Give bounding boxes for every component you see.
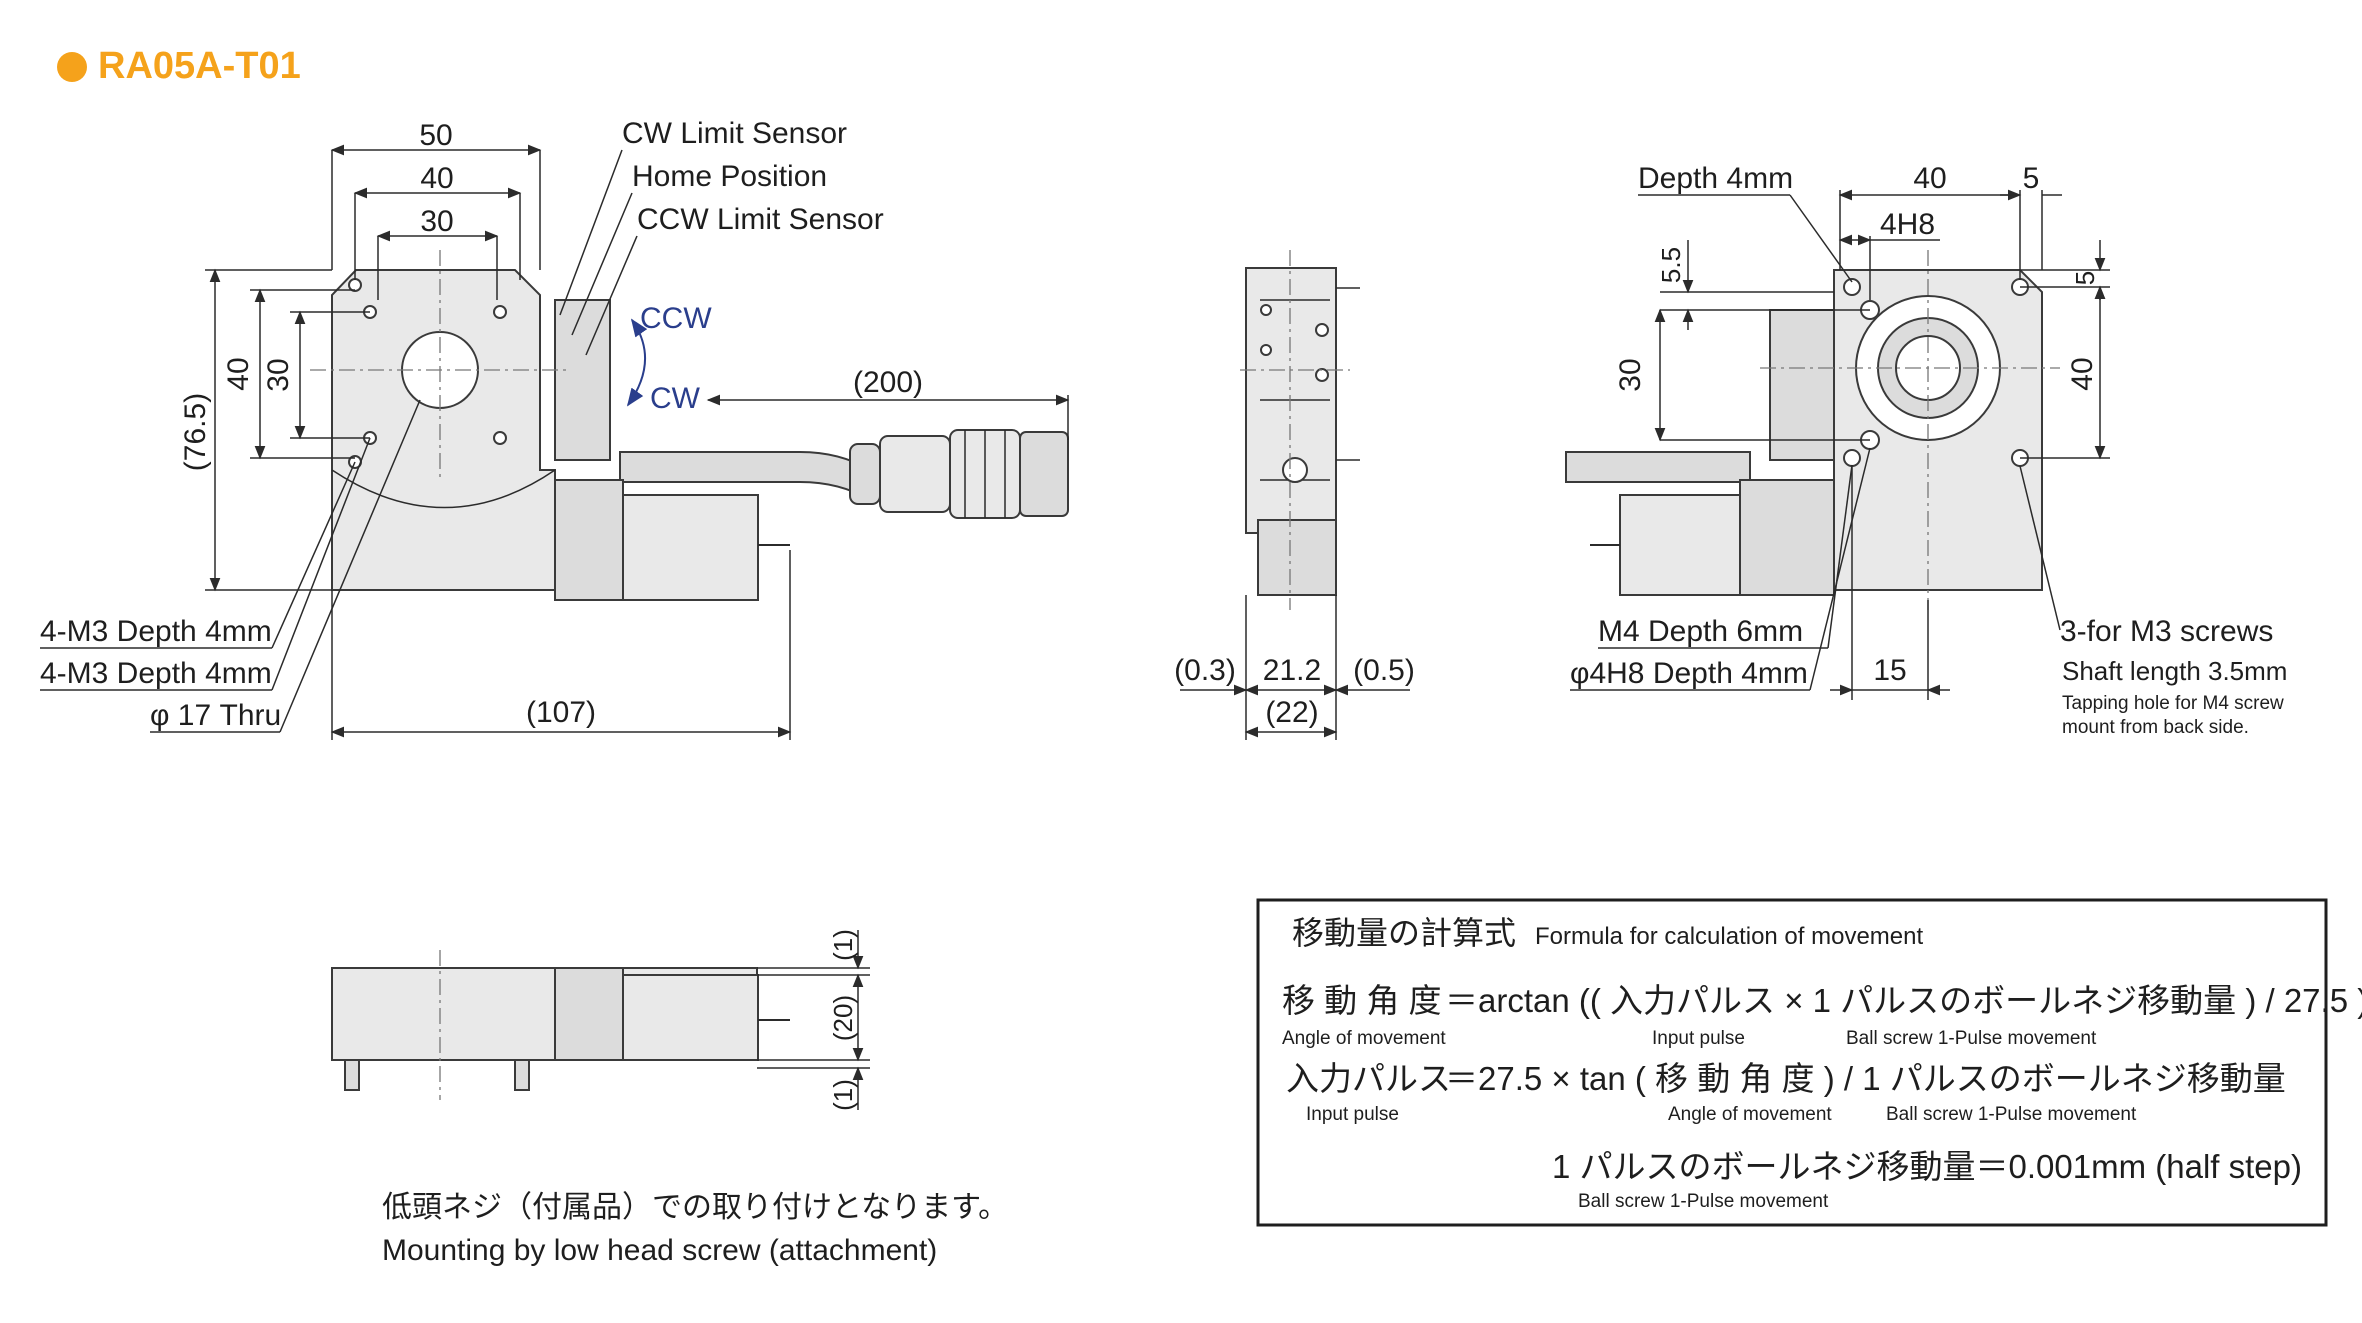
front-view: 50 40 30 (76.5) 40 30 (107) (200) CW Lim… [40, 117, 1070, 740]
formula-line3-label: Ball screw 1-Pulse movement [1578, 1191, 1829, 1212]
formula-title-jp: 移動量の計算式 [1292, 915, 1516, 951]
dim-width-30: 30 [420, 205, 453, 238]
motor-coupler [554, 479, 624, 601]
dim-width-50: 50 [419, 119, 452, 152]
dim-cable-200: (200) [853, 366, 923, 399]
side-motor [1257, 519, 1337, 596]
formula-line1-label-c: Ball screw 1-Pulse movement [1846, 1028, 2097, 1049]
cable-connector [849, 429, 1069, 519]
dim-side-0-3: (0.3) [1174, 654, 1236, 687]
dim-height-76-5: (76.5) [179, 393, 212, 471]
note-jp: 低頭ネジ（付属品）での取り付けとなります。 [382, 1191, 1008, 1224]
label-cw: CW [650, 382, 701, 415]
formula-line2-label-c: Ball screw 1-Pulse movement [1886, 1104, 2137, 1125]
callout-thru-hole: φ 17 Thru [150, 699, 281, 732]
right-view: Depth 4mm 40 5 4H8 5.5 30 5 40 [1565, 162, 2287, 738]
dim-right-5-5: 5.5 [1656, 247, 1686, 283]
dim-bottom-1-top: (1) [828, 929, 858, 961]
stepper-motor [622, 494, 759, 601]
callout-m3-depth-2: 4-M3 Depth 4mm [40, 657, 272, 690]
formula-line2-lhs: 入力パルス [1286, 1060, 1451, 1097]
label-ccw: CCW [640, 302, 712, 335]
dim-width-40: 40 [420, 162, 453, 195]
formula-line1-label-a: Angle of movement [1282, 1028, 1446, 1049]
dim-right-40-side: 40 [2066, 357, 2099, 390]
right-motor [1619, 494, 1741, 596]
dim-bottom-20: (20) [828, 995, 858, 1041]
screw-note-tap-1: Tapping hole for M4 screw [2062, 693, 2284, 714]
formula-line2-label-a: Input pulse [1306, 1104, 1399, 1125]
right-cable [1565, 451, 1751, 483]
dim-height-40: 40 [222, 357, 255, 390]
formula-line2-label-b: Angle of movement [1668, 1104, 1832, 1125]
dim-side-0-5: (0.5) [1353, 654, 1415, 687]
dim-right-15: 15 [1873, 654, 1906, 687]
formula-frame [1256, 898, 2328, 1227]
screw-note-tap-2: mount from back side. [2062, 717, 2249, 738]
formula-line1-label-b: Input pulse [1652, 1028, 1745, 1049]
side-view: (0.3) 21.2 (0.5) (22) [1174, 250, 1415, 740]
title-block: RA05A-T01 [57, 45, 301, 87]
dim-height-30: 30 [262, 358, 295, 391]
callout-m3-depth-1: 4-M3 Depth 4mm [40, 615, 272, 648]
dim-side-21-2: 21.2 [1263, 654, 1321, 687]
screw-note-shaft: Shaft length 3.5mm [2062, 656, 2287, 686]
callout-4h8-depth: φ4H8 Depth 4mm [1570, 657, 1808, 690]
product-title: RA05A-T01 [98, 45, 301, 87]
rotary-table-plate [331, 269, 556, 591]
dim-length-107: (107) [526, 696, 596, 729]
callout-m4-depth: M4 Depth 6mm [1598, 615, 1803, 648]
note-en: Mounting by low head screw (attachment) [382, 1234, 937, 1267]
formula-line1-lhs: 移 動 角 度 [1282, 982, 1442, 1019]
dim-right-30: 30 [1614, 358, 1647, 391]
callout-right-depth: Depth 4mm [1638, 162, 1793, 195]
right-motor-coupler [1739, 479, 1835, 596]
formula-line1-rhs: ＝arctan (( 入力パルス × 1 パルスのボールネジ移動量 ) / 27… [1445, 982, 2362, 1019]
dim-right-4h8: 4H8 [1880, 208, 1935, 241]
sensor-block [554, 299, 611, 461]
formula-line2-rhs: ＝27.5 × tan ( 移 動 角 度 ) / 1 パルスのボールネジ移動量 [1445, 1060, 2286, 1097]
title-bullet-icon [57, 52, 87, 82]
dim-right-5-side: 5 [2070, 271, 2100, 285]
formula-line3: 1 パルスのボールネジ移動量＝0.001mm (half step) [1552, 1148, 2302, 1185]
right-sensor-block [1769, 309, 1841, 461]
formula-box: 移動量の計算式 Formula for calculation of movem… [1256, 898, 2362, 1227]
label-cw-limit-sensor: CW Limit Sensor [622, 117, 847, 150]
rotation-arrow-icon [626, 318, 648, 407]
dim-right-5-top: 5 [2023, 162, 2040, 195]
label-home-position: Home Position [632, 160, 827, 193]
bottom-view: (1) (20) (1) 低頭ネジ（付属品）での取り付けとなります。 Mount… [331, 929, 1008, 1267]
formula-title-en: Formula for calculation of movement [1535, 923, 1923, 950]
label-ccw-limit-sensor: CCW Limit Sensor [637, 203, 884, 236]
dim-side-22: (22) [1265, 696, 1318, 729]
dim-bottom-1-bottom: (1) [828, 1079, 858, 1111]
dim-right-40: 40 [1913, 162, 1946, 195]
screw-note-title: 3-for M3 screws [2060, 615, 2273, 648]
